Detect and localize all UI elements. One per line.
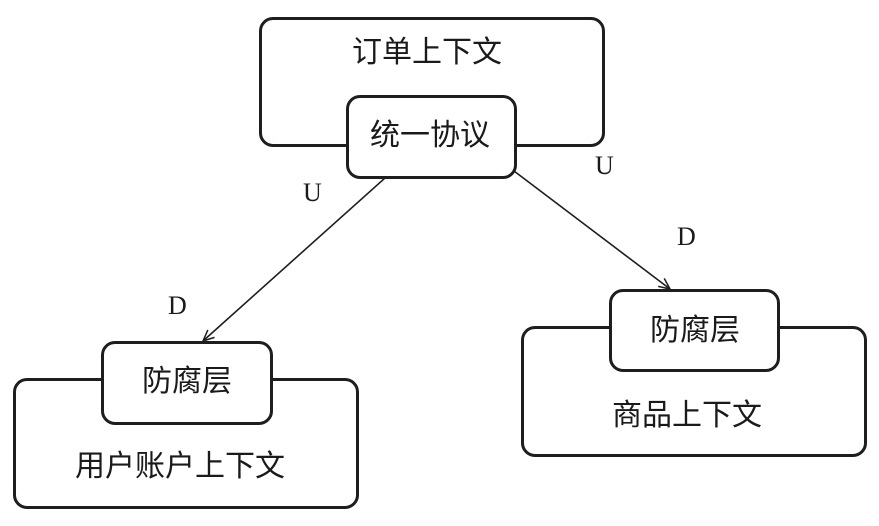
unified-protocol-label: 统一协议 xyxy=(370,118,490,153)
downstream-label-user: D xyxy=(168,291,187,320)
user-acl-label: 防腐层 xyxy=(142,364,232,399)
product-context-label: 商品上下文 xyxy=(612,398,762,433)
upstream-label-user: U xyxy=(303,178,322,207)
arrow-protocol-to-user-acl xyxy=(201,177,386,343)
downstream-label-product: D xyxy=(677,222,696,251)
user-account-context-label: 用户账户上下文 xyxy=(75,449,285,484)
unified-protocol-box xyxy=(346,95,517,179)
order-context-label: 订单上下文 xyxy=(352,35,502,70)
product-acl-box xyxy=(609,289,780,372)
product-acl-label: 防腐层 xyxy=(650,313,740,348)
upstream-label-product: U xyxy=(595,151,614,180)
arrow-protocol-to-product-acl xyxy=(513,170,672,291)
user-acl-box xyxy=(101,341,273,425)
